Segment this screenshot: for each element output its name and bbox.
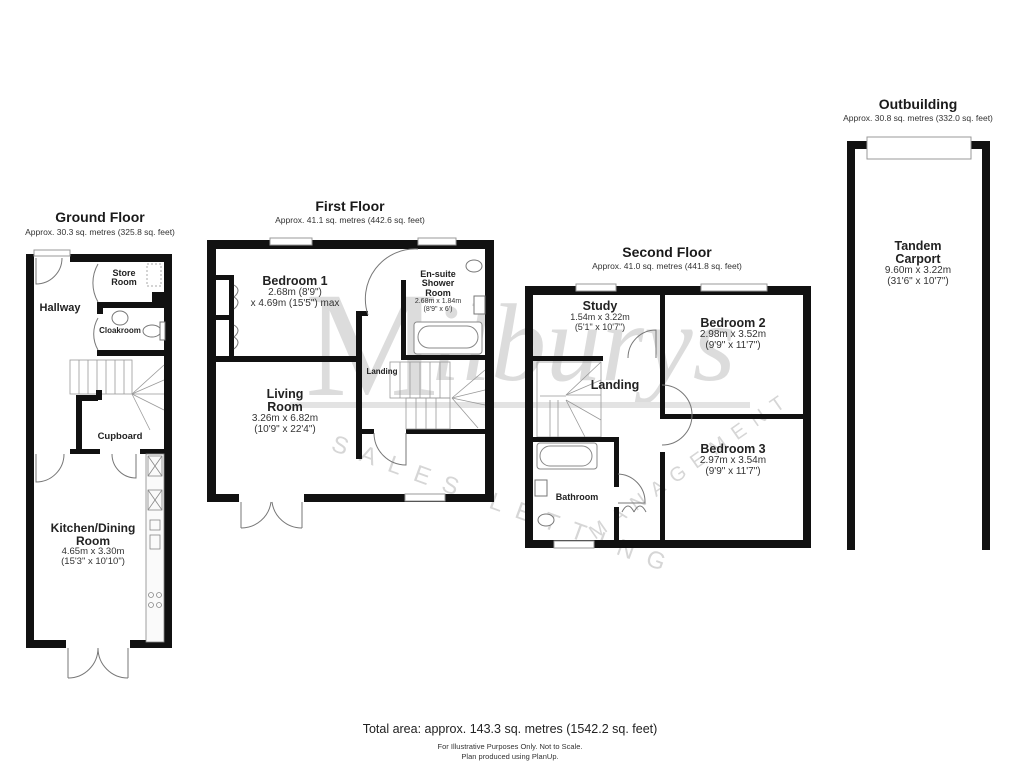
ensuite-window [417, 237, 457, 246]
second-wall-top [525, 286, 811, 295]
bedroom1-living-wall [216, 356, 359, 362]
store-door-swing [92, 263, 99, 303]
ensuite-toilet-icon [465, 259, 483, 273]
ground-wall-bottom-left [26, 640, 66, 648]
bathroom-basin-icon [534, 479, 548, 497]
front-door-swing [35, 257, 63, 285]
study-door-swing [627, 329, 657, 359]
landing-cupboard-doors [621, 505, 647, 513]
room-kitchen-dining: Kitchen/Dining Room 4.65m x 3.30m (15'3"… [50, 521, 136, 568]
ground-floor-title: Ground Floor [55, 209, 145, 225]
outbuilding-title: Outbuilding [878, 96, 958, 112]
bedroom2-window [700, 283, 768, 292]
second-wall-left [525, 286, 533, 548]
ground-stairs [69, 359, 165, 431]
watermark-underline [290, 402, 750, 408]
ground-wall-right [164, 254, 172, 648]
outbuilding-area: Approx. 30.8 sq. metres (332.0 sq. feet) [843, 113, 993, 123]
carport-wall-right [982, 141, 990, 550]
first-floor-area: Approx. 41.1 sq. metres (442.6 sq. feet) [275, 215, 425, 225]
cloakroom-wall [97, 350, 164, 356]
second-floor-title: Second Floor [622, 244, 712, 260]
first-floor-title: First Floor [315, 198, 385, 214]
first-wall-right [485, 240, 494, 502]
bedroom2-wall-left [660, 295, 665, 418]
bathroom-door-swing [617, 473, 646, 504]
ground-wall-top [70, 254, 172, 262]
second-wall-bottom [525, 540, 811, 548]
room-cupboard: Cupboard [97, 431, 143, 442]
bedroom-doors-swing [661, 384, 693, 446]
bedroom1-window [269, 237, 313, 246]
landing-door-swing [373, 432, 407, 466]
room-hallway: Hallway [39, 302, 81, 314]
kitchen-sink-icon [149, 534, 161, 550]
first-wall-top [207, 240, 493, 249]
room-living: Living Room 3.26m x 6.82m (10'9" x 22'4"… [251, 387, 319, 435]
room-bedroom-2: Bedroom 2 2.98m x 3.52m (9'9" x 11'7") [699, 316, 767, 351]
first-stairs [389, 361, 486, 430]
room-first-landing: Landing [366, 367, 398, 376]
planup-credit: Plan produced using PlanUp. [461, 752, 559, 761]
disclaimer-note: For Illustrative Purposes Only. Not to S… [437, 742, 583, 751]
carport-wall-left [847, 141, 855, 550]
cloakroom-basin-icon [111, 310, 129, 326]
first-wall-bottom-right [304, 494, 494, 502]
cloakroom-door-swing [93, 317, 99, 351]
room-store-room: Store Room [111, 268, 137, 288]
study-wall-bottom [533, 356, 603, 361]
carport-opening [866, 136, 972, 160]
bedroom2-3-wall [660, 414, 803, 419]
bathroom-bath-icon [536, 442, 598, 470]
kitchen-french-doors [67, 647, 129, 679]
store-room-wall [98, 302, 164, 308]
ground-floor-area: Approx. 30.3 sq. metres (325.8 sq. feet) [25, 227, 175, 237]
kitchen-units [145, 453, 165, 643]
store-skylight [146, 263, 162, 287]
room-tandem-carport: Tandem Carport 9.60m x 3.22m (31'6" x 10… [884, 239, 952, 287]
second-floor-area: Approx. 41.0 sq. metres (441.8 sq. feet) [592, 261, 742, 271]
room-bedroom-3: Bedroom 3 2.97m x 3.54m (9'9" x 11'7") [699, 442, 767, 477]
ground-wall-left [26, 254, 34, 648]
front-door-frame [33, 249, 71, 257]
second-wall-right [803, 286, 811, 548]
room-ensuite-shower: En-suite Shower Room 2.68m x 1.84m (8'9"… [414, 269, 462, 313]
cupboard-wall-left [76, 395, 82, 453]
kitchen-door-swing [35, 453, 65, 483]
living-french-doors [240, 501, 303, 529]
bathroom-toilet-icon [537, 513, 555, 527]
bathroom-wall-right [614, 437, 619, 487]
ensuite-wall-left [401, 280, 406, 358]
living-window [404, 493, 446, 502]
room-study: Study 1.54m x 3.22m (5'1" x 10'7") [570, 299, 630, 332]
ensuite-basin-icon [473, 295, 486, 315]
first-wall-bottom-left [207, 494, 239, 502]
total-area: Total area: approx. 143.3 sq. metres (15… [362, 722, 658, 736]
first-wall-left [207, 240, 216, 502]
ensuite-wall-bottom [401, 355, 486, 360]
bedroom3-wall-left [660, 452, 665, 542]
ground-wall-bottom-right [130, 640, 172, 648]
ensuite-bath-icon [413, 321, 483, 355]
landing-wall-left [356, 311, 362, 459]
bathroom-window [553, 540, 595, 549]
room-bathroom: Bathroom [555, 492, 599, 502]
bathroom-wall-top [533, 437, 619, 442]
wardrobe-doors [233, 284, 239, 350]
cupboard-door-swing [111, 453, 137, 479]
cupboard-wall-bottom [70, 449, 100, 454]
study-window [575, 283, 617, 292]
bedroom1-door-swing [364, 248, 419, 316]
room-bedroom-1: Bedroom 1 2.68m (8'9") x 4.69m (15'5") m… [250, 274, 340, 309]
stairs-bottom-wall [406, 429, 486, 434]
room-cloakroom: Cloakroom [99, 326, 141, 335]
room-second-landing: Landing [590, 378, 640, 392]
